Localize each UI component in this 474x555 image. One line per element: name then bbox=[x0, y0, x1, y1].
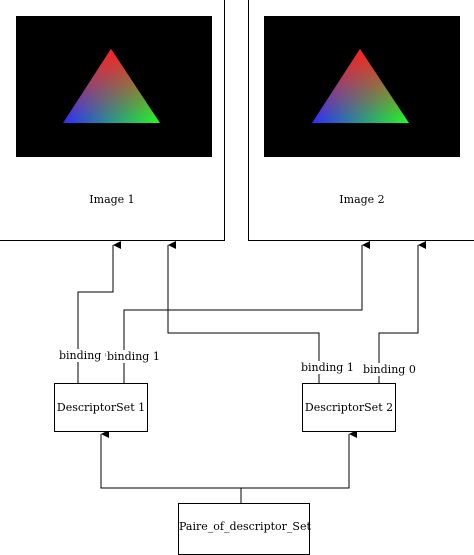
edge-set1-binding0 bbox=[77, 241, 121, 383]
image-2-render bbox=[264, 16, 460, 157]
image-1-label: Image 1 bbox=[89, 193, 135, 206]
set2-binding1-label: binding 1 bbox=[300, 361, 355, 374]
image-2-label: Image 2 bbox=[339, 193, 385, 206]
descriptor-set-2-box: DescriptorSet 2 bbox=[302, 383, 396, 432]
descriptor-set-1-label: DescriptorSet 1 bbox=[56, 401, 146, 414]
root-label: Paire_of_descriptor_Set bbox=[179, 520, 311, 533]
edge-root-set2 bbox=[241, 430, 357, 489]
edge-set2-binding0 bbox=[378, 241, 426, 383]
image-1-triangle bbox=[63, 49, 160, 123]
edge-set1-binding1 bbox=[123, 241, 370, 383]
edge-set2-binding1 bbox=[167, 241, 320, 383]
image-2-box: Image 2 bbox=[248, 0, 474, 241]
image-1-render bbox=[16, 16, 212, 157]
root-box: Paire_of_descriptor_Set bbox=[178, 503, 311, 555]
set1-binding0-label: binding 0 bbox=[58, 349, 113, 362]
set2-binding0-label: binding 0 bbox=[362, 363, 417, 376]
descriptor-set-1-box: DescriptorSet 1 bbox=[54, 383, 148, 432]
set1-binding1-label: binding 1 bbox=[106, 350, 161, 363]
image-1-box: Image 1 bbox=[0, 0, 225, 241]
image-2-triangle bbox=[312, 49, 409, 123]
edge-root-set1 bbox=[100, 430, 242, 503]
descriptor-set-2-label: DescriptorSet 2 bbox=[304, 401, 394, 414]
